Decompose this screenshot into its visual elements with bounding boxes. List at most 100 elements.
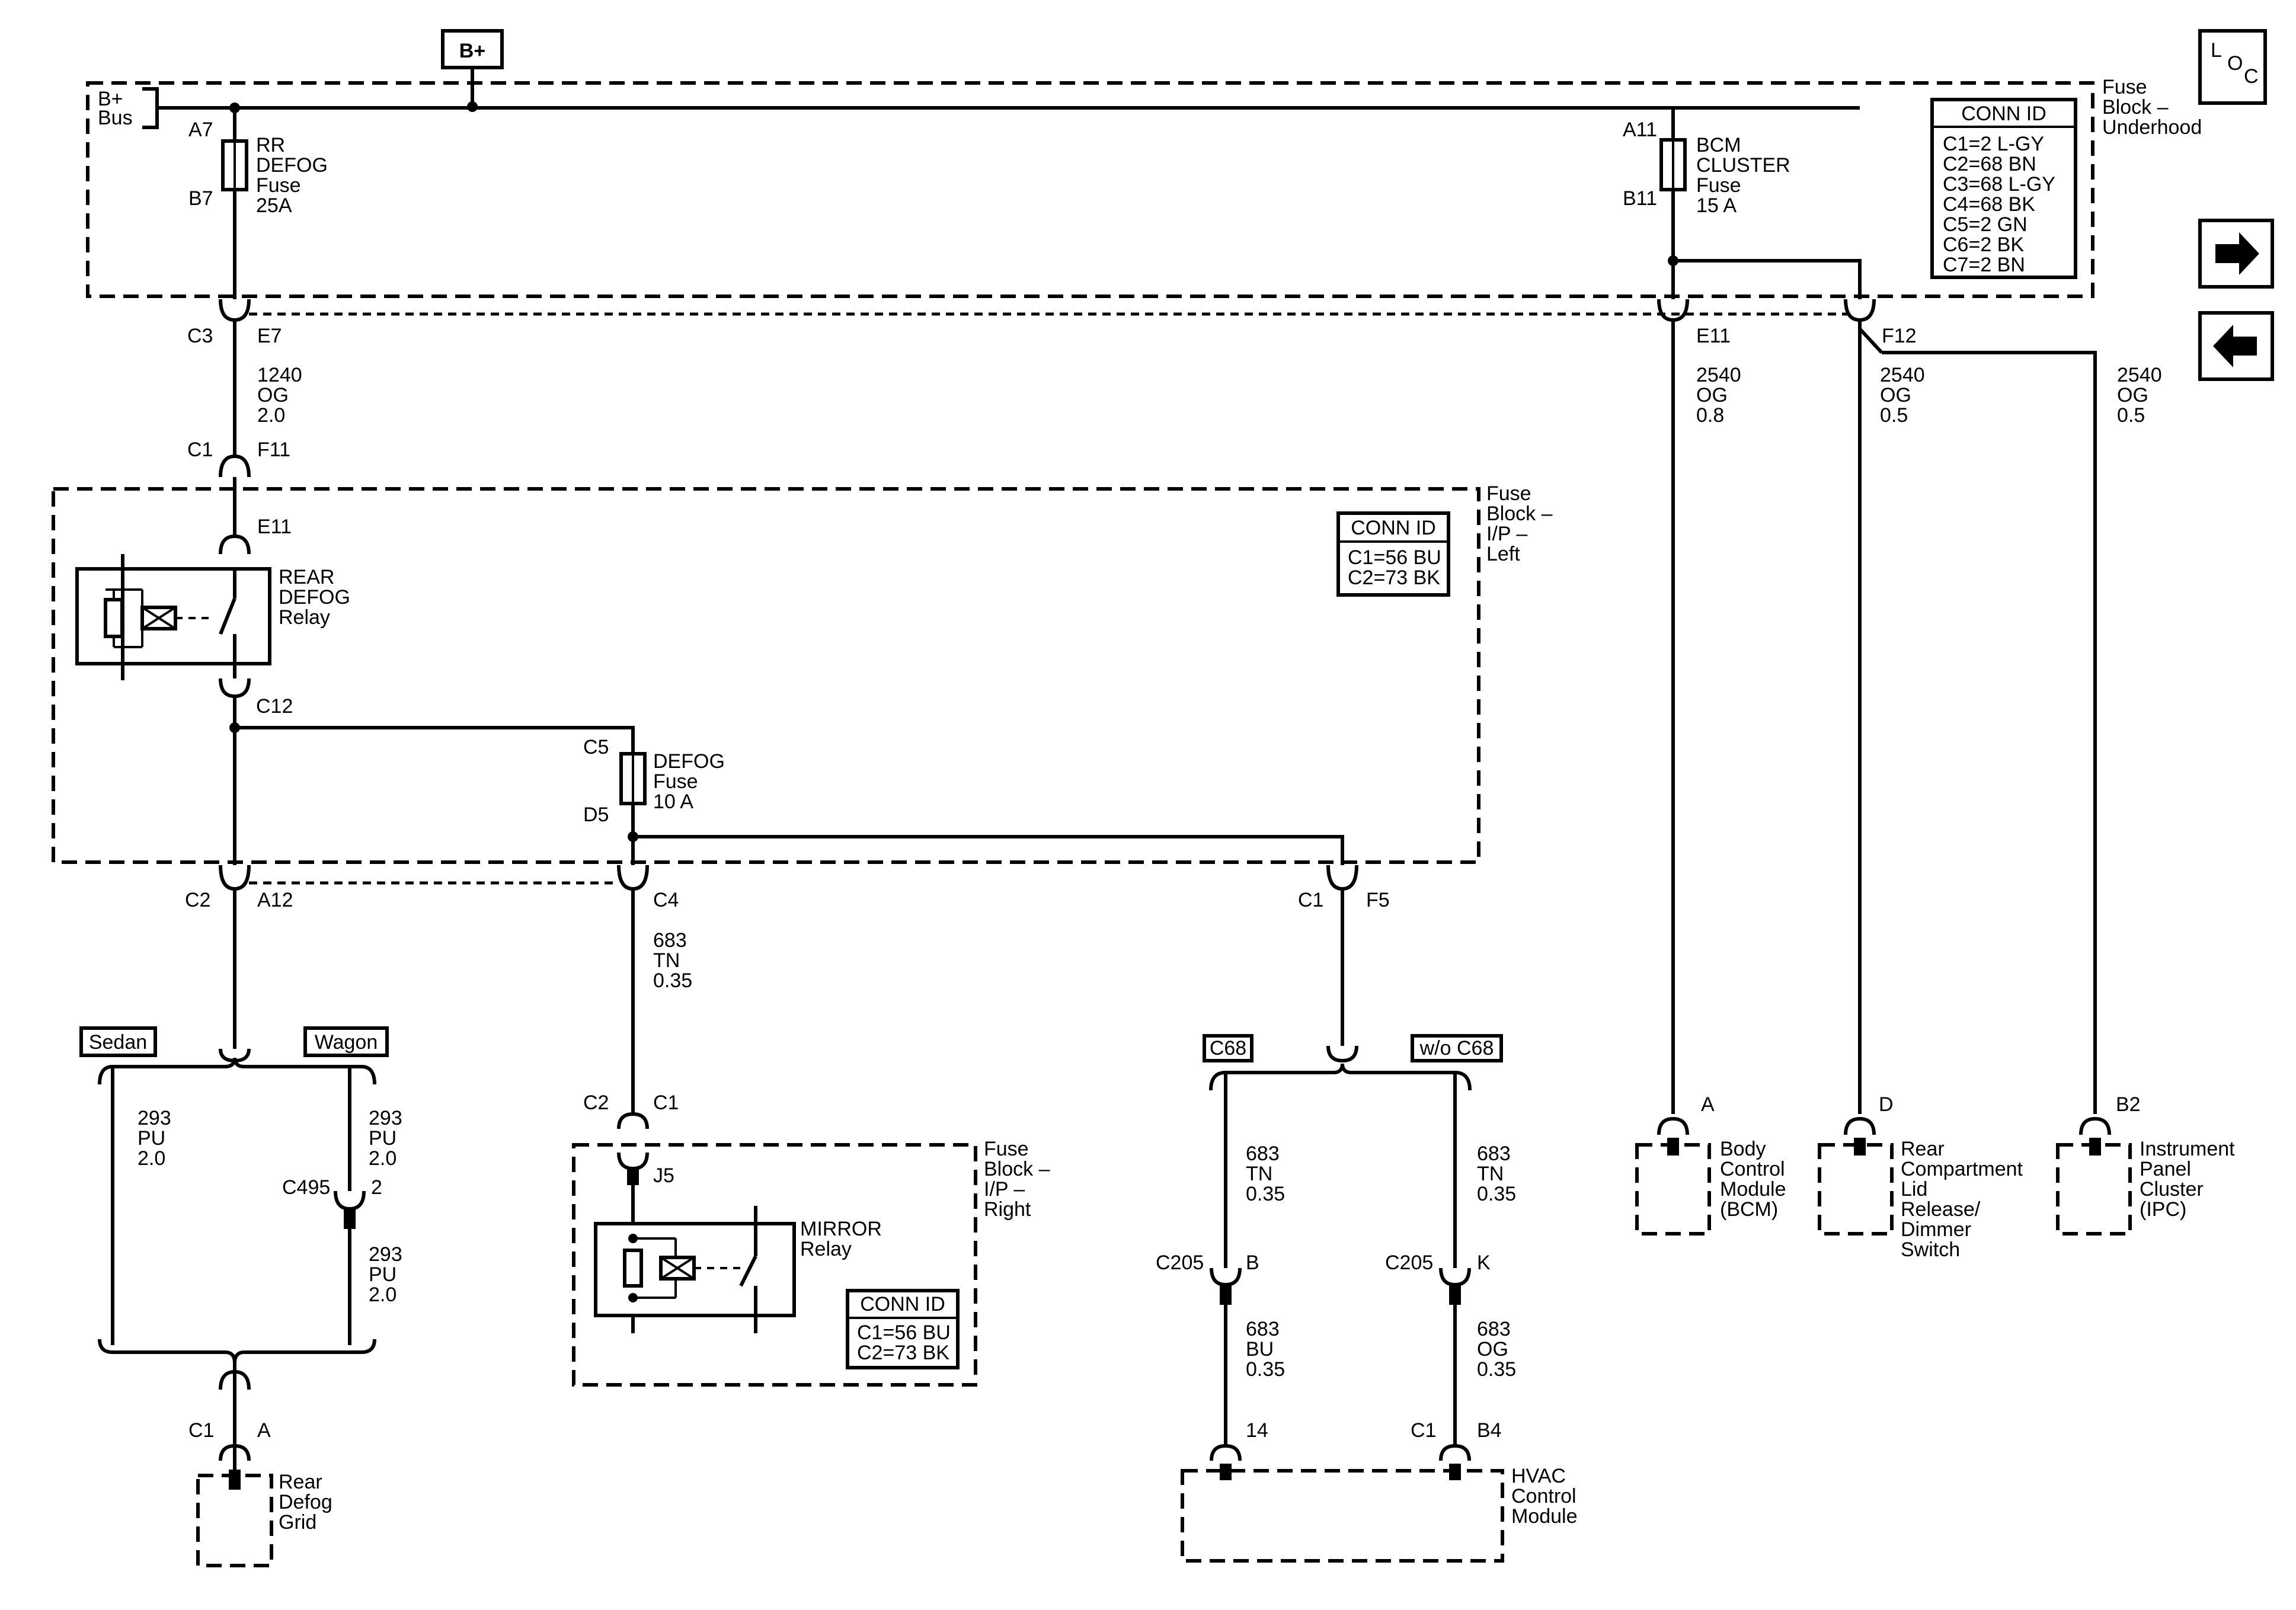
svg-text:1240: 1240 [257, 364, 302, 386]
svg-text:OG: OG [1880, 384, 1911, 406]
svg-text:C1=2 L-GY: C1=2 L-GY [1943, 133, 2044, 155]
svg-text:C7=2 BN: C7=2 BN [1943, 254, 2025, 276]
svg-text:C: C [2244, 65, 2259, 88]
wire-683-tn-c68: 683 TN 0.35 [1224, 1073, 1285, 1268]
next-page-arrow-icon[interactable] [2198, 219, 2274, 289]
svg-text:A: A [1701, 1093, 1715, 1116]
svg-text:OG: OG [1696, 384, 1728, 406]
bcm-cluster-fuse: A11 B11 BCM CLUSTER Fuse 15 A [1623, 108, 1862, 299]
svg-text:PU: PU [369, 1263, 396, 1286]
svg-text:Right: Right [984, 1198, 1031, 1221]
svg-text:TN: TN [1477, 1163, 1504, 1185]
ip-left-fuse-block-title: Fuse Block – I/P – Left [1486, 482, 1553, 565]
svg-text:Fuse: Fuse [1486, 482, 1531, 505]
svg-text:HVAC: HVAC [1511, 1465, 1566, 1487]
svg-text:Panel: Panel [2140, 1158, 2191, 1180]
wire-293-pu-wagon: 293 PU 2.0 [348, 1067, 402, 1191]
connector-c3-e7: C3 E7 [187, 299, 282, 450]
svg-text:w/o C68: w/o C68 [1419, 1037, 1494, 1060]
sedan-wagon-rejoin-bus [98, 1339, 376, 1470]
svg-text:0.8: 0.8 [1696, 404, 1724, 427]
svg-text:Rear: Rear [279, 1471, 322, 1493]
svg-text:2.0: 2.0 [137, 1147, 165, 1170]
wire-683-tn: 683 TN 0.35 [653, 929, 692, 992]
wagon-option-label: Wagon [303, 1026, 389, 1057]
svg-text:(BCM): (BCM) [1720, 1198, 1778, 1221]
connector-c2-a12: C2 A12 [185, 865, 293, 1049]
svg-text:B2: B2 [2116, 1093, 2141, 1116]
svg-text:Release/: Release/ [1901, 1198, 1981, 1221]
rear-defog-grid: C1 A Rear Defog Grid [188, 1369, 332, 1567]
svg-text:683: 683 [1246, 1142, 1280, 1165]
svg-text:C4: C4 [653, 889, 679, 911]
svg-text:Body: Body [1720, 1138, 1766, 1160]
connector-c495: C495 2 [282, 1176, 382, 1345]
svg-text:OG: OG [257, 384, 289, 406]
svg-text:Fuse: Fuse [984, 1138, 1029, 1160]
svg-text:C2: C2 [583, 1092, 609, 1114]
svg-text:2540: 2540 [2117, 364, 2162, 386]
svg-text:0.5: 0.5 [1880, 404, 1908, 427]
c68-option-label: C68 [1203, 1034, 1253, 1062]
defog-fuse-10a: C5 D5 DEFOG Fuse 10 A [583, 736, 1344, 865]
svg-text:2.0: 2.0 [369, 1147, 396, 1170]
svg-text:683: 683 [1246, 1318, 1280, 1340]
svg-text:10 A: 10 A [653, 790, 693, 813]
svg-text:2: 2 [371, 1176, 382, 1199]
svg-text:C205: C205 [1385, 1251, 1433, 1274]
svg-text:CLUSTER: CLUSTER [1696, 154, 1790, 177]
svg-text:A7: A7 [188, 119, 213, 141]
svg-text:CONN ID: CONN ID [1961, 103, 2046, 125]
svg-text:683: 683 [1477, 1318, 1511, 1340]
bplus-source: B+ [441, 29, 504, 112]
svg-text:B7: B7 [188, 187, 213, 210]
svg-text:2540: 2540 [1696, 364, 1741, 386]
svg-text:CONN ID: CONN ID [860, 1293, 945, 1315]
svg-text:C2=73 BK: C2=73 BK [1348, 566, 1440, 589]
svg-text:C68: C68 [1210, 1037, 1246, 1060]
connector-c205-k: C205 K [1385, 1251, 1491, 1446]
svg-text:293: 293 [137, 1107, 171, 1129]
svg-text:Dimmer: Dimmer [1901, 1218, 1971, 1241]
svg-text:C6=2 BK: C6=2 BK [1943, 233, 2024, 256]
svg-text:Lid: Lid [1901, 1178, 1927, 1201]
svg-text:Cluster: Cluster [2140, 1178, 2204, 1201]
svg-text:C3: C3 [187, 325, 213, 347]
loc-icon[interactable]: L O C [2198, 29, 2267, 105]
svg-text:0.35: 0.35 [1246, 1183, 1285, 1205]
wire-2540-og-08: 2540 OG 0.8 [1696, 364, 1741, 427]
wire-683-tn-wo-c68: 683 TN 0.35 [1453, 1073, 1516, 1268]
wire-293-pu-wagon-lower: 293 PU 2.0 [369, 1243, 402, 1306]
svg-text:Fuse: Fuse [1696, 174, 1741, 197]
svg-text:Defog: Defog [279, 1491, 332, 1513]
previous-page-arrow-icon[interactable] [2198, 311, 2274, 381]
svg-text:(IPC): (IPC) [2140, 1198, 2186, 1221]
connector-c205-b: C205 B [1156, 1251, 1259, 1446]
sedan-wagon-option-bus [98, 1048, 376, 1085]
svg-text:C1: C1 [188, 1419, 214, 1442]
svg-text:0.35: 0.35 [653, 969, 692, 992]
svg-text:E11: E11 [1696, 325, 1731, 347]
ip-right-fuse-block-outline [572, 1143, 977, 1387]
svg-text:Grid: Grid [279, 1511, 316, 1534]
svg-text:Left: Left [1486, 543, 1520, 565]
svg-text:Rear: Rear [1901, 1138, 1945, 1160]
svg-text:Fuse: Fuse [653, 770, 698, 793]
svg-text:C5=2 GN: C5=2 GN [1943, 213, 2028, 236]
connector-c1-f5: C1 F5 [1298, 865, 1390, 1046]
svg-text:683: 683 [653, 929, 687, 952]
connector-c1-f11: C1 F11 [187, 438, 290, 478]
svg-text:C1: C1 [187, 438, 213, 461]
wire-2540-og-05-ipc: 2540 OG 0.5 [2117, 364, 2162, 427]
bplus-bus: B+ Bus [98, 87, 1860, 129]
ip-left-fuse-block-outline [52, 487, 1480, 864]
svg-text:0.5: 0.5 [2117, 404, 2145, 427]
svg-text:0.35: 0.35 [1477, 1183, 1516, 1205]
ip-left-conn-id-table: CONN ID C1=56 BU C2=73 BK [1336, 511, 1450, 597]
svg-text:Relay: Relay [800, 1238, 852, 1260]
wire-683-bu: 683 BU 0.35 [1246, 1318, 1285, 1381]
svg-text:C1=56 BU: C1=56 BU [1348, 546, 1441, 569]
ip-left-internal-wiring [229, 696, 635, 865]
svg-text:Instrument: Instrument [2140, 1138, 2235, 1160]
